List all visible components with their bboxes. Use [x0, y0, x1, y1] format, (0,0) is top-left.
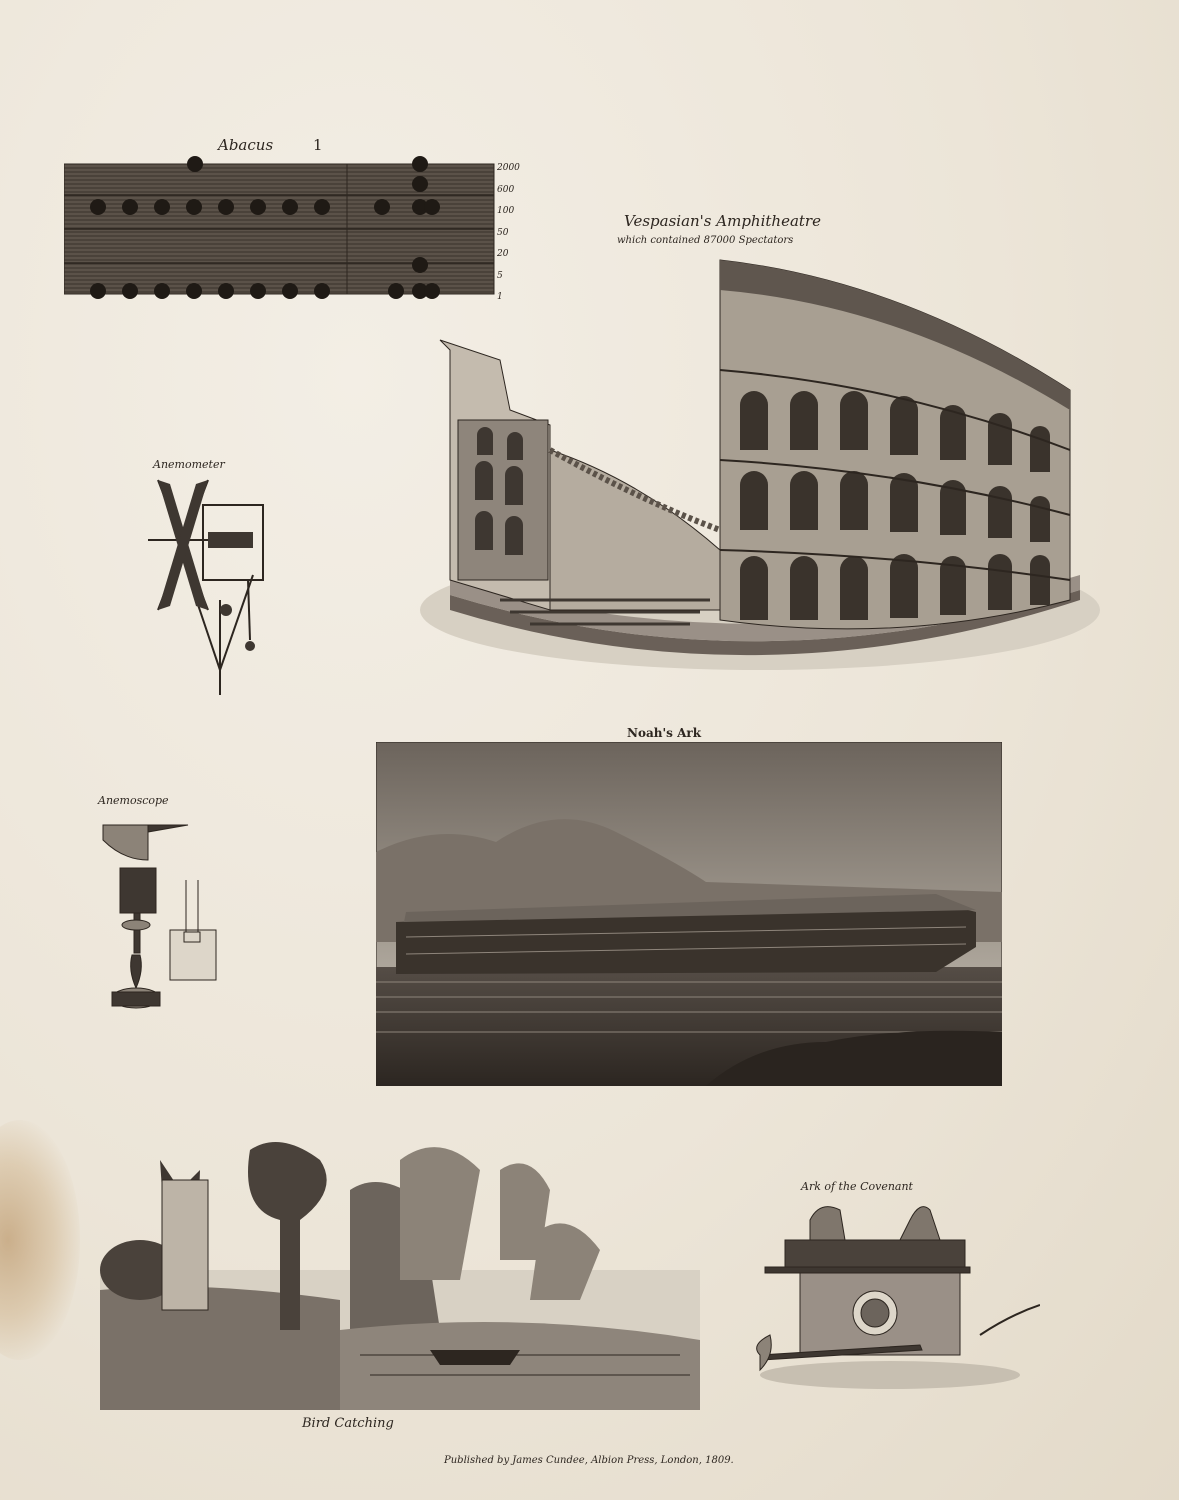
abacus-label: 1 — [497, 292, 503, 302]
abacus-label: 100 — [497, 206, 515, 216]
bird-catching-illustration — [100, 1130, 700, 1410]
abacus-title: Abacus — [218, 136, 274, 154]
abacus-label: 5 — [497, 270, 503, 281]
abacus-label: 20 — [497, 249, 509, 259]
plate-number: 1 — [313, 136, 323, 154]
abacus-label: 2000 — [497, 163, 520, 173]
amphitheatre-title: Vespasian's Amphitheatre — [624, 212, 821, 230]
abacus-figure — [64, 150, 544, 310]
age-stain — [0, 1120, 80, 1360]
abacus-row-labels: 2000 600 100 50 20 5 1 — [497, 158, 537, 309]
noahs-ark-illustration — [376, 742, 1002, 1086]
anemoscope-title: Anemoscope — [98, 794, 169, 807]
ark-covenant-illustration — [750, 1195, 1040, 1395]
anemometer-illustration — [148, 470, 278, 700]
anemoscope-illustration — [98, 820, 228, 1020]
publisher-line: Published by James Cundee, Albion Press,… — [444, 1455, 734, 1466]
noahs-ark-title: Noah's Ark — [627, 726, 702, 740]
amphitheatre-subtitle: which contained 87000 Spectators — [617, 235, 794, 246]
abacus-label: 50 — [497, 227, 509, 238]
bird-catching-title: Bird Catching — [302, 1416, 394, 1431]
ark-covenant-title: Ark of the Covenant — [801, 1180, 913, 1193]
anemometer-title: Anemometer — [153, 458, 225, 471]
abacus-label: 600 — [497, 184, 515, 195]
colosseum-illustration — [380, 250, 1100, 690]
